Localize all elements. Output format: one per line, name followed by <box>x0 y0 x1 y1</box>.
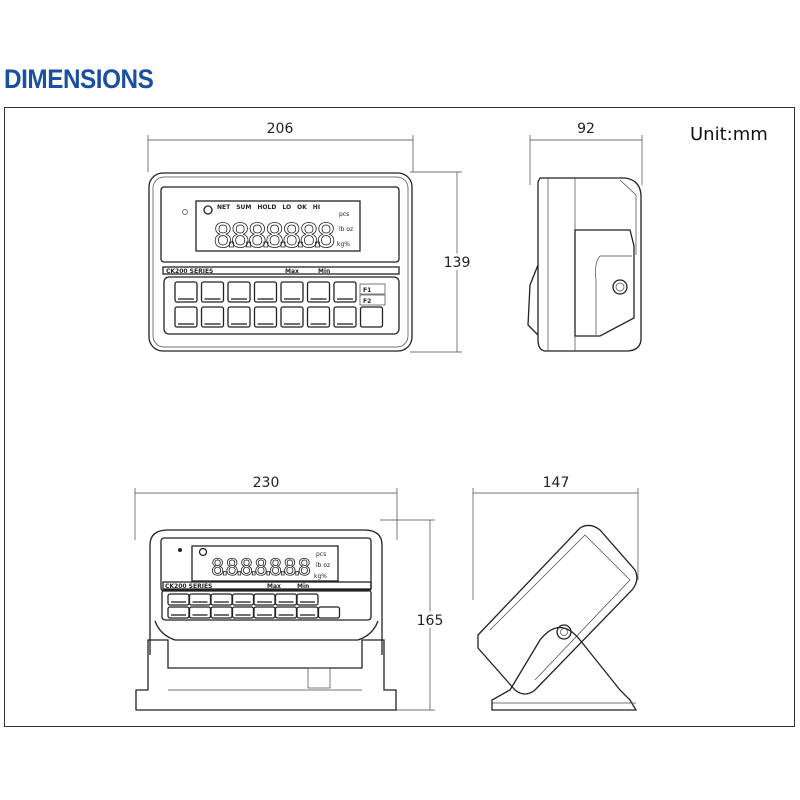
keypad-button[interactable] <box>359 306 384 328</box>
keypad-button[interactable] <box>306 306 331 328</box>
keypad-button[interactable] <box>253 593 276 606</box>
stand-unit-lboz: lb oz <box>316 562 330 569</box>
stand-pivot-knob-icon <box>556 624 572 640</box>
keypad-button[interactable] <box>167 593 190 606</box>
keypad-button[interactable] <box>231 593 255 606</box>
stand-min-label: Min <box>297 583 309 590</box>
keypad-button[interactable] <box>210 606 233 619</box>
keypad-button[interactable] <box>317 606 341 619</box>
indicator-net: NET <box>217 204 231 211</box>
keypad-button[interactable] <box>174 281 198 303</box>
keypad-button[interactable] <box>296 593 319 606</box>
keypad-button[interactable] <box>231 606 255 619</box>
unit-kg-percent: kg% <box>337 241 350 248</box>
side-view <box>527 177 642 352</box>
min-label: Min <box>318 268 330 275</box>
stand-power-led-icon <box>178 548 182 552</box>
stand-depth-value: 147 <box>543 475 570 491</box>
dim-stand-depth: 147 <box>472 475 639 600</box>
f2-button[interactable] <box>359 294 386 306</box>
keypad-button[interactable] <box>333 281 357 303</box>
page-title: DIMENSIONS <box>4 64 154 94</box>
indicator-ok: OK <box>297 204 307 211</box>
dim-side-depth: 92 <box>529 121 643 185</box>
front-width-value: 206 <box>267 121 294 137</box>
stand-front-view: 8.8.8.8.8.8.8 pcs lb oz kg% CK200 SERIES… <box>135 529 397 711</box>
max-label: Max <box>285 268 299 275</box>
keypad-button[interactable] <box>280 281 304 303</box>
stable-indicator-icon <box>203 205 213 215</box>
f1-button[interactable] <box>359 283 386 295</box>
dim-front-width: 206 <box>147 121 414 172</box>
indicator-sum: SUM <box>236 204 251 211</box>
series-label: CK200 SERIES <box>166 268 213 275</box>
keypad-button[interactable] <box>174 306 198 328</box>
keypad-button[interactable] <box>274 606 298 619</box>
stand-seven-segment-digits: 8.8.8.8.8.8.8 <box>211 556 311 581</box>
front-view: NET SUM HOLD LO OK HI 8.8.8.8.8.8.8 pcs lb oz… <box>148 172 413 352</box>
keypad-button[interactable] <box>200 306 225 328</box>
stand-height-value: 165 <box>417 613 444 629</box>
stand-width-value: 230 <box>253 475 280 491</box>
stand-series-label: CK200 SERIES <box>165 583 212 590</box>
keypad-button[interactable] <box>296 606 319 619</box>
indicator-hold: HOLD <box>257 204 276 211</box>
drawing-frame <box>4 107 795 727</box>
keypad-button[interactable] <box>227 306 251 328</box>
stand-side-view <box>477 524 638 711</box>
keypad-button[interactable] <box>210 593 233 606</box>
keypad-button[interactable] <box>306 281 331 303</box>
f2-label: F2 <box>363 298 371 305</box>
unit-lboz: lb oz <box>339 226 353 233</box>
keypad-button[interactable] <box>188 593 212 606</box>
indicator-lo: LO <box>282 204 291 211</box>
keypad-button[interactable] <box>227 281 251 303</box>
keypad-button[interactable] <box>253 606 276 619</box>
indicator-hi: HI <box>313 204 320 211</box>
dim-stand-height: 165 <box>380 519 446 711</box>
stand-unit-pcs: pcs <box>316 551 326 558</box>
f1-label: F1 <box>363 287 371 294</box>
side-depth-value: 92 <box>577 121 595 137</box>
unit-label: Unit:mm <box>690 124 768 145</box>
keypad-button[interactable] <box>280 306 304 328</box>
keypad-button[interactable] <box>333 306 357 328</box>
unit-pcs: pcs <box>339 211 349 218</box>
power-led-icon <box>182 209 188 215</box>
keypad-button[interactable] <box>253 306 278 328</box>
keypad-button[interactable] <box>253 281 278 303</box>
stand-max-label: Max <box>267 583 281 590</box>
keypad-button[interactable] <box>200 281 225 303</box>
mount-knob-icon <box>612 279 628 295</box>
stand-unit-kg-percent: kg% <box>314 573 327 580</box>
dim-stand-width: 230 <box>134 475 398 540</box>
keypad-button[interactable] <box>188 606 212 619</box>
keypad-button[interactable] <box>274 593 298 606</box>
seven-segment-digits: 8.8.8.8.8.8.8 <box>213 216 336 255</box>
front-height-value: 139 <box>444 255 471 271</box>
keypad-button[interactable] <box>167 606 190 619</box>
dim-front-height: 139 <box>410 171 473 353</box>
